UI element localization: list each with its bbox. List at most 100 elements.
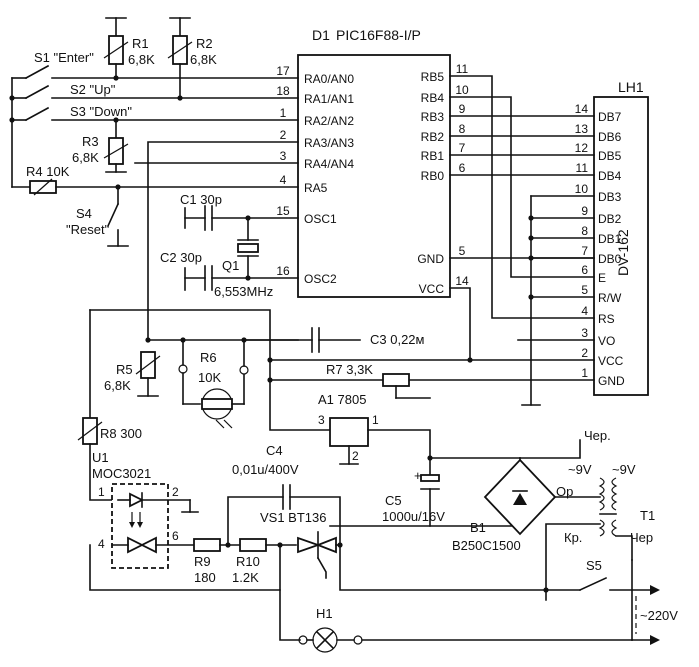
regulator-label: A1 7805 xyxy=(318,392,366,407)
t1-v1: ~9V xyxy=(568,462,592,477)
photoresistor-r6: R6 10K xyxy=(178,339,249,429)
lcd-pin-number: 11 xyxy=(576,161,589,175)
lcd-pin-number: 14 xyxy=(575,102,589,116)
c2-label: C2 30p xyxy=(160,250,202,265)
lcd-pin-number: 7 xyxy=(581,244,588,258)
c1-label: C1 30p xyxy=(180,192,222,207)
lcd-pin-name: E xyxy=(598,271,606,285)
resistor-r10: R10 1.2K xyxy=(232,538,267,585)
u1-pin2: 2 xyxy=(172,485,179,499)
resistor-r3: R3 6,8K xyxy=(72,119,129,173)
lcd-ref: LH1 xyxy=(618,79,644,95)
h1-label: H1 xyxy=(316,606,333,621)
ic-pin-number: 10 xyxy=(455,83,469,97)
lcd-pin-number: 6 xyxy=(581,263,588,277)
b1-ref: B1 xyxy=(470,520,486,535)
c3-label: C3 0,22м xyxy=(370,332,425,347)
ic-pin-name: RA4/AN4 xyxy=(304,157,354,171)
ic-pin-name: RA1/AN1 xyxy=(304,92,354,106)
vs1-label: VS1 BT136 xyxy=(260,510,327,525)
ic-pin-number: 15 xyxy=(276,204,290,218)
ic-pin-name: VCC xyxy=(419,282,445,296)
b1-part: B250C1500 xyxy=(452,538,521,553)
ic-pin-number: 18 xyxy=(276,84,290,98)
ic-pin-name: RA5 xyxy=(304,181,328,195)
r10-ref: R10 xyxy=(236,554,260,569)
lcd-pin-name: DB3 xyxy=(598,190,622,204)
ic-pin-name: OSC2 xyxy=(304,272,337,286)
u1-pin4: 4 xyxy=(98,537,105,551)
ic-pin-name: RB4 xyxy=(421,91,445,105)
t1-kr: Кр. xyxy=(564,530,582,545)
microcontroller-d1: D1 PIC16F88-I/P 17RA0/AN018RA1/AN11RA2/A… xyxy=(276,27,469,298)
lcd-pin-name: DB2 xyxy=(598,212,622,226)
lcd-pin-number: 1 xyxy=(581,366,588,380)
optocoupler-u1: U1 MOC3021 1 2 4 6 xyxy=(92,450,195,569)
r5-value: 6,8K xyxy=(104,378,131,393)
t1-cher1: Чер. xyxy=(584,428,611,443)
ic-pin-name: GND xyxy=(417,252,444,266)
resistor-r2: R2 6,8K xyxy=(167,35,217,67)
input-switches-area: R1 6,8K R2 6,8K S1 "Enter" S2 "Up" xyxy=(9,17,299,341)
lcd-pin-name: DB5 xyxy=(598,149,622,163)
ic-pin-name: RB3 xyxy=(421,110,445,124)
s3-label: S3 "Down" xyxy=(70,104,132,119)
ic-pin-number: 2 xyxy=(280,128,287,142)
ic-pin-number: 5 xyxy=(459,244,466,258)
lcd-pin-name: DB7 xyxy=(598,110,622,124)
r5-ref: R5 xyxy=(116,362,133,377)
ic-pin-number: 7 xyxy=(459,141,466,155)
power-supply: A1 7805 3 1 2 + C5 1000u/16V B1 xyxy=(318,392,655,601)
t1-v2: ~9V xyxy=(612,462,636,477)
ic-part: PIC16F88-I/P xyxy=(336,27,421,43)
r2-value: 6,8K xyxy=(190,52,217,67)
ic-pin-name: OSC1 xyxy=(304,212,337,226)
switch-s4-reset: S4 "Reset" xyxy=(66,186,129,247)
trimmer-r7: R7 3,3K xyxy=(326,362,431,399)
lcd-pin-name: VO xyxy=(598,334,615,348)
lcd-pin-number: 13 xyxy=(575,122,589,136)
r6-value: 10K xyxy=(198,370,221,385)
lcd-pin-name: DB4 xyxy=(598,169,622,183)
ic-pin-number: 1 xyxy=(280,106,287,120)
transformer-t1: Чер. ~9V ~9V Ор T1 Кр. Чер xyxy=(519,428,655,601)
resistor-r1: R1 6,8K xyxy=(103,35,155,67)
crystal-q1: Q1 6,553MHz xyxy=(214,215,273,299)
u1-pin6: 6 xyxy=(172,529,179,543)
triac-stage: R8 300 U1 MOC3021 1 2 4 6 xyxy=(77,309,678,653)
lcd-pin-name: DB1 xyxy=(598,232,622,246)
r6-ref: R6 xyxy=(200,350,217,365)
lcd-pin-name: GND xyxy=(598,374,625,388)
regulator-pin-in: 3 xyxy=(318,413,325,427)
lcd-pin-name: DB0 xyxy=(598,252,622,266)
r10-value: 1.2K xyxy=(232,570,259,585)
lcd-part: DV-162 xyxy=(615,229,631,276)
r1-value: 6,8K xyxy=(128,52,155,67)
ic-pin-number: 6 xyxy=(459,161,466,175)
r9-value: 180 xyxy=(194,570,216,585)
r9-ref: R9 xyxy=(194,554,211,569)
ic-pin-name: RB2 xyxy=(421,130,445,144)
oscillator-area: C1 30p C2 30p Q1 6,553MHz xyxy=(160,192,299,299)
ic-ref: D1 xyxy=(312,27,330,43)
resistor-r9: R9 180 xyxy=(193,538,221,585)
switch-s5: S5 xyxy=(545,558,660,595)
u1-pin1: 1 xyxy=(98,485,105,499)
s4-ref: S4 xyxy=(76,206,92,221)
ic-pin-name: RB1 xyxy=(421,149,445,163)
ic-pin-number: 9 xyxy=(459,102,466,116)
ic-pin-number: 14 xyxy=(455,274,469,288)
ic-pin-number: 16 xyxy=(276,264,290,278)
c5-plus: + xyxy=(414,468,422,483)
lcd-pin-name: RS xyxy=(598,312,615,326)
lamp-h1: H1 xyxy=(279,589,633,653)
lcd-pin-number: 4 xyxy=(581,304,588,318)
ic-pin-number: 11 xyxy=(456,62,469,76)
lcd-pin-number: 2 xyxy=(581,346,588,360)
lcd-pin-name: DB6 xyxy=(598,130,622,144)
ic-pin-number: 17 xyxy=(276,64,290,78)
s4-name: "Reset" xyxy=(66,222,110,237)
r7-label: R7 3,3K xyxy=(326,362,373,377)
r4-label: R4 10K xyxy=(26,164,70,179)
s1-label: S1 "Enter" xyxy=(34,50,94,65)
